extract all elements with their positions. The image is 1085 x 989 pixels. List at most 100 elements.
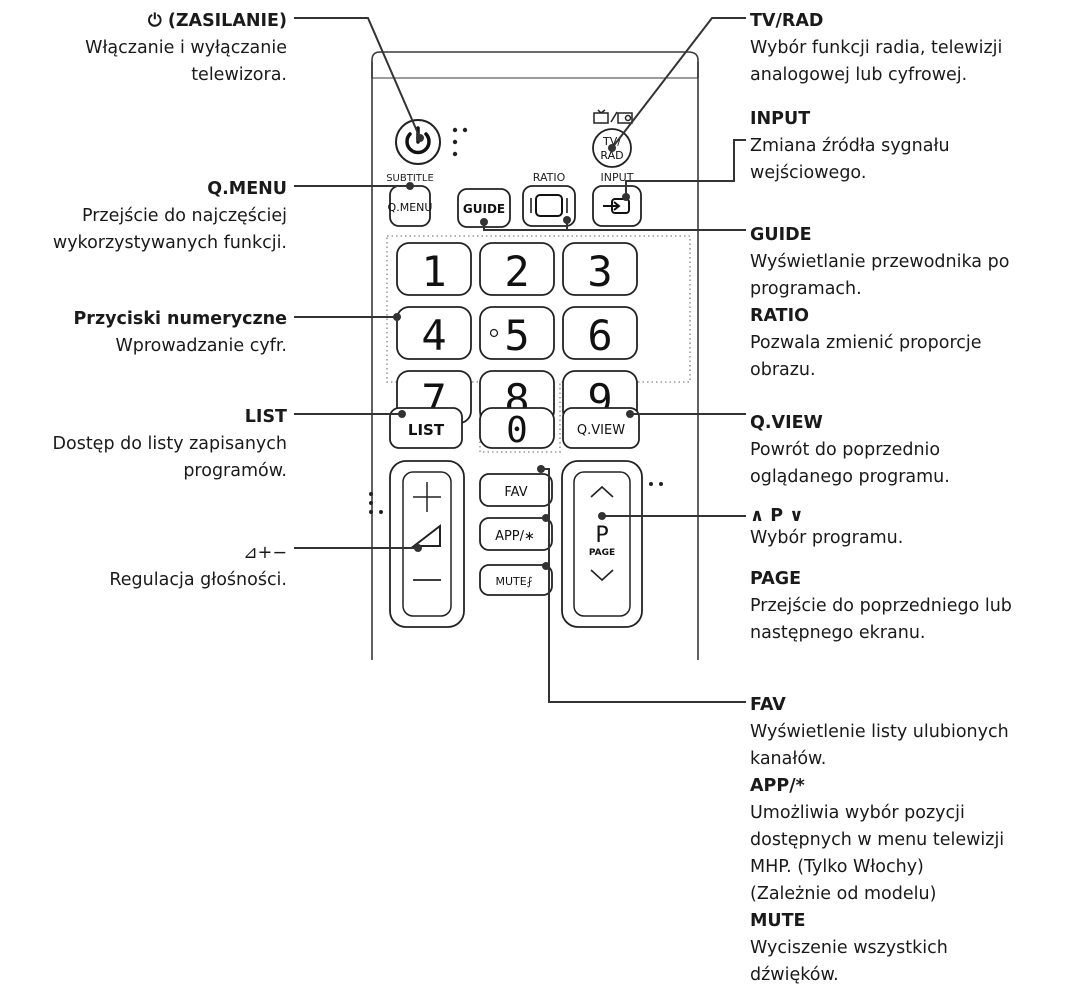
page-label: PAGE Przejście do poprzedniego lub nastę… — [750, 566, 1080, 647]
digit-6-text: 6 — [587, 311, 612, 360]
digit-2-text: 2 — [504, 247, 529, 296]
input-top-text: INPUT — [601, 171, 634, 184]
program-up-icon — [590, 485, 614, 498]
digit-2-button[interactable]: 2 — [479, 242, 555, 296]
qmenu-button-text: Q.MENU — [388, 201, 433, 214]
digit-1-text: 1 — [421, 247, 446, 296]
volume-rocker[interactable] — [389, 460, 465, 628]
guide-button-text: GUIDE — [463, 202, 505, 216]
fav-button-text: FAV — [504, 485, 527, 500]
qmenu-label: Q.MENU Przejście do najczęściej wykorzys… — [0, 176, 287, 257]
digit-3-button[interactable]: 3 — [562, 242, 638, 296]
digit-5-dot — [489, 328, 499, 338]
input-label-line: Zmiana źródła sygnału — [750, 136, 950, 156]
guide-label: GUIDE Wyświetlanie przewodnika po progra… — [750, 222, 1080, 384]
numeric-label-title: Przyciski numeryczne — [73, 309, 287, 329]
volume-label-title: ⊿+− — [243, 543, 287, 563]
tvrad-label-title: TV/RAD — [750, 11, 824, 31]
remote-body — [371, 51, 699, 660]
digit-5-button[interactable]: 5 — [479, 306, 555, 360]
program-rocker[interactable]: P PAGE — [561, 460, 643, 628]
braille-dots — [369, 482, 663, 514]
numeric-label-line: Wprowadzanie cyfr. — [115, 336, 287, 356]
mute-label-line: dźwięków. — [750, 965, 839, 985]
leader-power — [294, 17, 421, 139]
mute-button-text: MUTE⨏ — [496, 575, 533, 588]
digit-4-button[interactable]: 4 — [396, 306, 472, 360]
app-label-line: MHP. (Tylko Włochy) — [750, 857, 924, 877]
qview-button-text: Q.VIEW — [577, 423, 625, 438]
input-label: INPUT Zmiana źródła sygnału wejściowego. — [750, 106, 1080, 187]
page-label-line: Przejście do poprzedniego lub — [750, 596, 1012, 616]
program-label-title: ∧ P ∨ — [750, 506, 804, 526]
volume-icon — [411, 523, 441, 547]
mute-button[interactable]: MUTE⨏ — [479, 564, 553, 596]
input-label-line: wejściowego. — [750, 163, 867, 183]
ratio-label-line: Pozwala zmienić proporcje — [750, 333, 982, 353]
tvrad-label-line: analogowej lub cyfrowej. — [750, 65, 968, 85]
digit-6-button[interactable]: 6 — [562, 306, 638, 360]
guide-label-title: GUIDE — [750, 225, 812, 245]
tv-rad-button-text: TV/ — [602, 135, 621, 148]
ratio-icon — [535, 194, 563, 217]
leader-dots — [393, 134, 634, 570]
list-label: LIST Dostęp do listy zapisanych programó… — [0, 404, 287, 485]
app-button[interactable]: APP/∗ — [479, 517, 553, 551]
power-label: ⏻ (ZASILANIE) Włączanie i wyłączanie tel… — [20, 8, 287, 89]
qview-label: Q.VIEW Powrót do poprzednio oglądanego p… — [750, 410, 1080, 491]
leader-input — [625, 139, 746, 197]
digit-0-text: 0 — [506, 410, 528, 451]
guide-label-line: programach. — [750, 279, 862, 299]
qview-label-line: oglądanego programu. — [750, 467, 950, 487]
qmenu-label-line: Przejście do najczęściej — [81, 206, 287, 226]
input-label-title: INPUT — [750, 109, 811, 129]
power-label-line: telewizora. — [191, 65, 287, 85]
list-label-title: LIST — [244, 407, 287, 427]
list-label-line: Dostęp do listy zapisanych — [52, 434, 287, 454]
digit-0-button[interactable]: 0 — [479, 407, 555, 451]
ratio-top-text: RATIO — [533, 171, 566, 184]
tv-rad-button-text: RAD — [600, 149, 623, 162]
input-button[interactable] — [592, 185, 642, 227]
tvrad-label: TV/RAD Wybór funkcji radia, telewizji an… — [750, 8, 1080, 89]
list-button-text: LIST — [408, 421, 445, 439]
ratio-label-line: obrazu. — [750, 360, 816, 380]
volume-label-line: Regulacja głośności. — [109, 570, 287, 590]
qview-label-line: Powrót do poprzednio — [750, 440, 941, 460]
qmenu-button[interactable]: Q.MENU — [388, 185, 433, 227]
digit-5-text: 5 — [504, 311, 529, 360]
app-label-line: (Zależnie od modelu) — [750, 884, 937, 904]
ratio-button[interactable] — [522, 185, 576, 227]
fav-button[interactable]: FAV — [479, 473, 553, 507]
leader-tvrad — [611, 17, 746, 149]
numeric-label: Przyciski numeryczne Wprowadzanie cyfr. — [40, 306, 287, 360]
power-button[interactable] — [395, 119, 441, 165]
qview-label-title: Q.VIEW — [750, 413, 823, 433]
fav-label: FAV Wyświetlenie listy ulubionych kanałó… — [750, 692, 1080, 989]
page-label-line: następnego ekranu. — [750, 623, 926, 643]
list-button[interactable]: LIST — [389, 407, 463, 449]
power-label-line: Włączanie i wyłączanie — [85, 38, 287, 58]
app-label-line: dostępnych w menu telewizji — [750, 830, 1005, 850]
mute-label-title: MUTE — [750, 911, 806, 931]
power-icon — [405, 132, 431, 155]
fav-label-line: kanałów. — [750, 749, 827, 769]
app-label-line: Umożliwia wybór pozycji — [750, 803, 965, 823]
fav-label-line: Wyświetlenie listy ulubionych — [750, 722, 1009, 742]
program-down-icon — [590, 569, 614, 582]
guide-label-line: Wyświetlanie przewodnika po — [750, 252, 1010, 272]
program-label: ∧ P ∨ Wybór programu. — [750, 505, 1080, 549]
app-button-text: APP/∗ — [495, 529, 535, 544]
qview-button[interactable]: Q.VIEW — [562, 407, 640, 449]
program-p-text: P — [595, 523, 608, 548]
list-label-line: programów. — [183, 461, 287, 481]
tv-radio-icon — [593, 109, 633, 124]
volume-up-icon — [413, 482, 441, 512]
subtitle-text: SUBTITLE — [386, 173, 434, 184]
digit-3-text: 3 — [587, 247, 612, 296]
digit-4-text: 4 — [421, 311, 446, 360]
braille-dots — [452, 127, 468, 157]
digit-1-button[interactable]: 1 — [396, 242, 472, 296]
fav-label-title: FAV — [750, 695, 786, 715]
